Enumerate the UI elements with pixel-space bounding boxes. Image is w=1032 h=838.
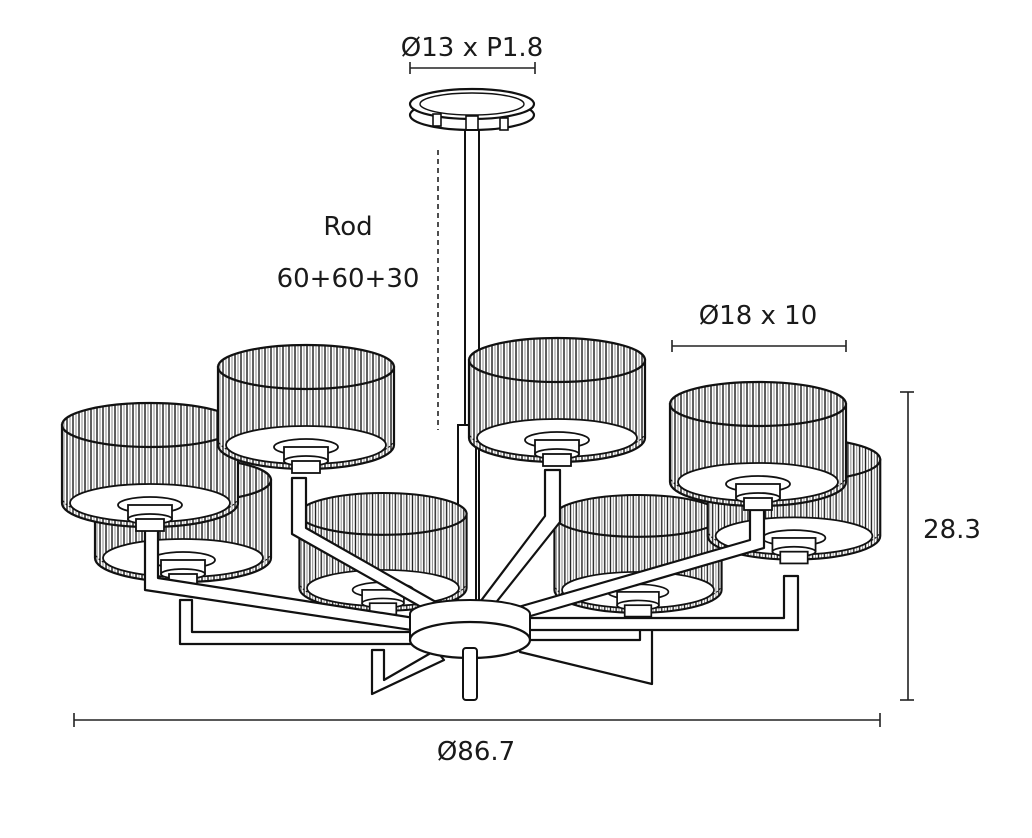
lower-arms <box>178 574 800 696</box>
canopy-dimension-line <box>409 62 536 74</box>
rod-title-label: Rod <box>323 212 372 242</box>
rod-dimension-label: 60+60+30 <box>277 264 420 294</box>
lamp-shade-front-center-left <box>216 343 396 475</box>
shade-dimension-label: Ø18 x 10 <box>699 301 818 331</box>
lamp-shade-front-right <box>668 380 848 512</box>
shade-dimension-line <box>671 340 847 352</box>
lamp-shade-front-left <box>60 401 240 533</box>
height-dimension-label: 28.3 <box>923 515 981 545</box>
width-dimension-line <box>73 713 881 727</box>
chandelier-illustration <box>60 87 882 701</box>
ceiling-canopy <box>408 87 536 132</box>
lamp-shade-front-center-right <box>467 336 647 468</box>
lamp-shade-back-center-left <box>298 491 468 616</box>
width-dimension-label: Ø86.7 <box>437 737 515 767</box>
canopy-dimension-label: Ø13 x P1.8 <box>401 33 544 63</box>
height-dimension-line <box>900 391 914 701</box>
central-hub <box>408 599 532 701</box>
